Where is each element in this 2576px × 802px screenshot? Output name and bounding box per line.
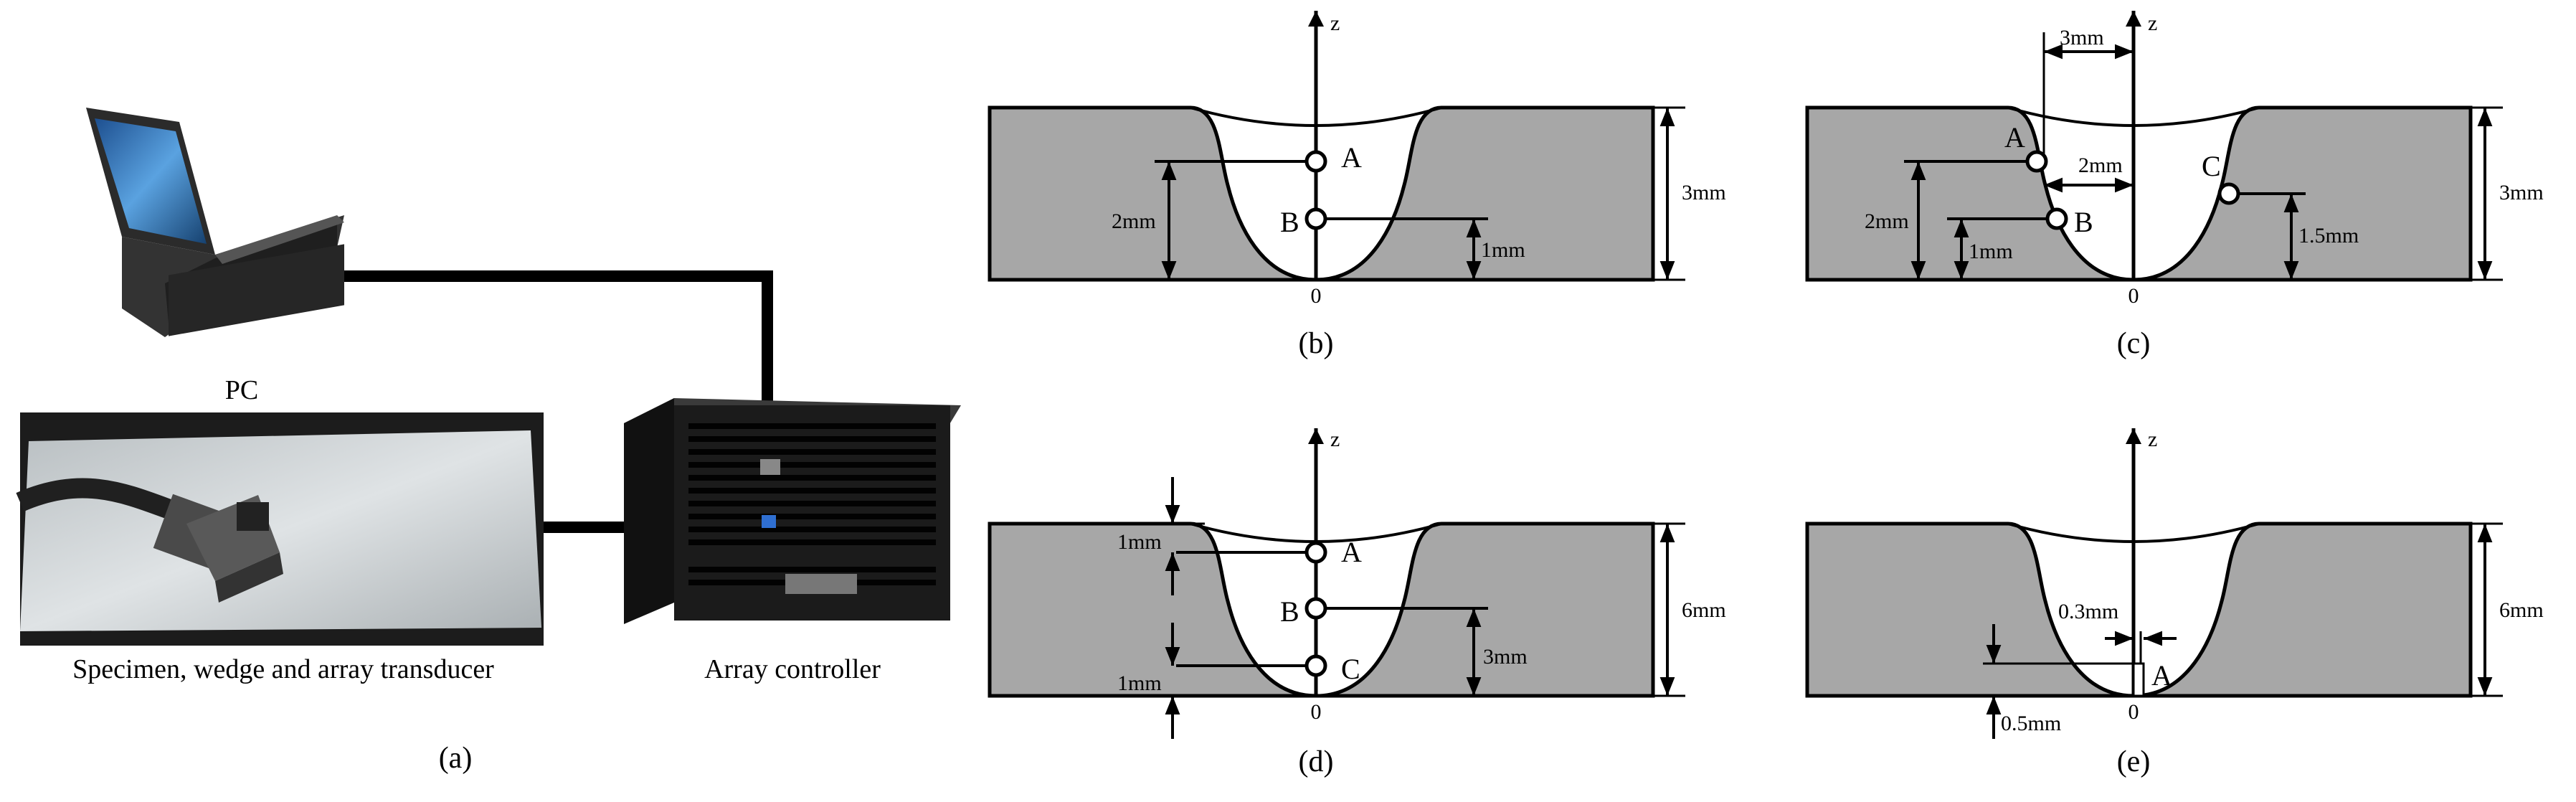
point-c-label: C (2202, 150, 2221, 182)
specimen-photo (16, 412, 544, 646)
dim-2mm: 2mm (1865, 209, 1909, 233)
controller-label: Array controller (704, 654, 881, 684)
pc-label: PC (225, 375, 258, 405)
z-label: z (1330, 11, 1340, 35)
laptop-pc (86, 108, 344, 337)
dim-1mm-bottom: 1mm (1117, 671, 1162, 695)
origin-label: 0 (1311, 700, 1322, 724)
crack-defect-a (2132, 662, 2145, 697)
dim-3mm-top: 3mm (2060, 26, 2104, 49)
dim-1mm: 1mm (1969, 240, 2013, 263)
pc-cable (337, 270, 773, 412)
point-a-marker (2025, 150, 2048, 173)
dim-2mm-mid: 2mm (2078, 154, 2123, 177)
point-a-label: A (2151, 659, 2172, 692)
point-a-label: A (2004, 121, 2025, 154)
caption-e: (e) (2117, 745, 2151, 778)
caption-d: (d) (1299, 745, 1334, 778)
origin-label: 0 (2128, 700, 2139, 724)
array-controller-photo (624, 398, 961, 624)
dim-2mm: 2mm (1112, 209, 1156, 233)
point-b-marker (1304, 207, 1327, 230)
caption-b: (b) (1299, 327, 1334, 360)
point-b-label: B (2074, 206, 2093, 238)
plate-with-weld-groove (988, 105, 1655, 282)
specimen-label: Specimen, wedge and array transducer (72, 654, 494, 684)
z-label: z (2148, 428, 2157, 451)
dim-3mm: 3mm (1483, 645, 1528, 669)
panel-c: z 0 A B C 3mm 2mm 2mm 1mm 1.5mm 3mm (c) (1805, 11, 2544, 360)
origin-label: 0 (1311, 284, 1322, 308)
point-a-label: A (1341, 536, 1362, 568)
panel-a: PC Specimen, wedge and array transducer (16, 108, 961, 775)
origin-label: 0 (2128, 284, 2139, 308)
dim-0-5mm: 0.5mm (2001, 712, 2061, 735)
thickness-6mm: 6mm (2499, 598, 2544, 622)
dim-1mm: 1mm (1481, 238, 1525, 262)
point-a-marker (1304, 150, 1327, 173)
point-b-label: B (1280, 595, 1299, 628)
point-c-marker (1304, 654, 1327, 677)
plate-with-weld-groove (1805, 105, 2473, 282)
dim-0-3mm: 0.3mm (2058, 600, 2118, 623)
panel-d: z 0 A B C 1mm 1mm 3mm 6mm (d) (988, 428, 1726, 778)
dim-1-5mm: 1.5mm (2298, 224, 2359, 247)
caption-c: (c) (2117, 327, 2151, 360)
point-c-label: C (1341, 653, 1360, 685)
caption-a: (a) (439, 742, 473, 775)
thickness-3mm: 3mm (1682, 181, 1726, 204)
point-b-marker (2045, 207, 2068, 230)
point-b-marker (1304, 597, 1327, 620)
z-label: z (1330, 428, 1340, 451)
thickness-3mm: 3mm (2499, 181, 2544, 204)
plate-with-weld-groove (988, 522, 1655, 698)
point-a-label: A (1341, 141, 1362, 174)
point-c-marker (2217, 182, 2240, 205)
point-b-label: B (1280, 206, 1299, 238)
point-a-marker (1304, 541, 1327, 564)
dim-1mm-top: 1mm (1117, 530, 1162, 554)
z-label: z (2148, 11, 2157, 35)
panel-e: z 0 A 0.3mm 0.5mm 6mm (e) (1805, 428, 2544, 778)
panel-b: z 0 A B 2mm 1mm 3mm (b) (988, 11, 1726, 360)
thickness-6mm: 6mm (1682, 598, 1726, 622)
